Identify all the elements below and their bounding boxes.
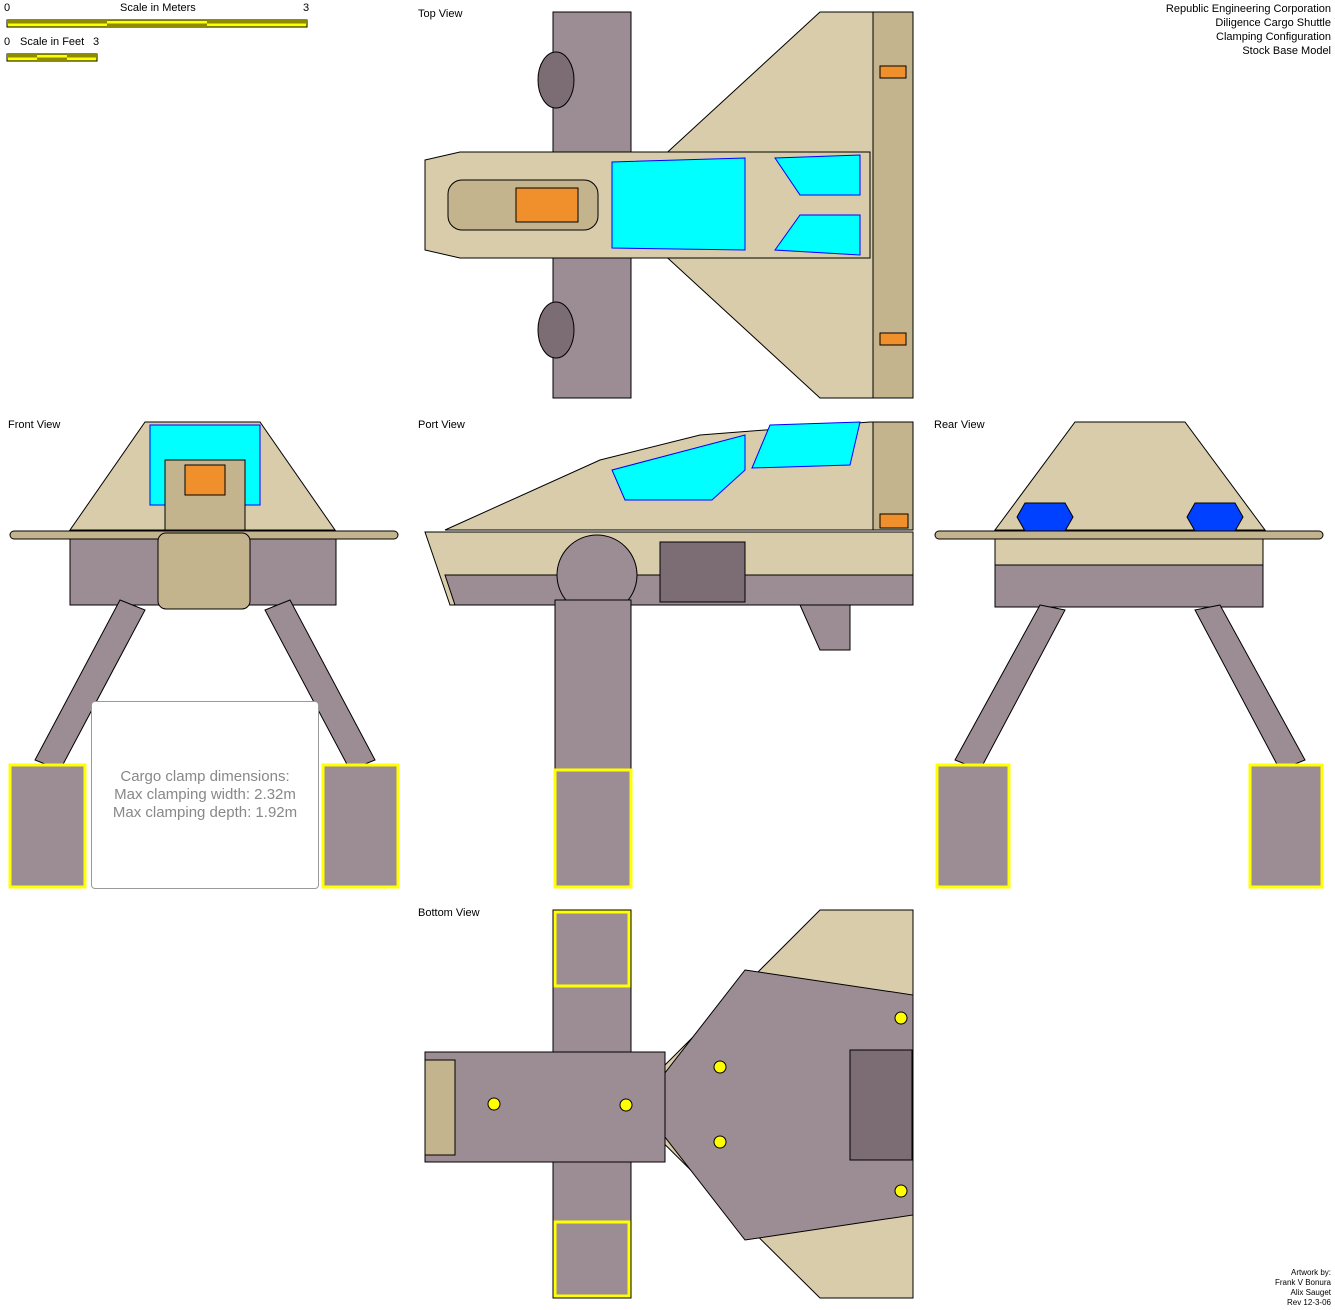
title-block: Republic Engineering Corporation Diligen… [1166, 2, 1331, 58]
title-line: Diligence Cargo Shuttle [1215, 17, 1331, 29]
credit-line: Frank V Bonura [1274, 1278, 1331, 1287]
rear-view-drawing [934, 421, 1324, 889]
credit-line: Rev 12-3-06 [1286, 1298, 1331, 1307]
credits: Artwork by: Frank V Bonura Alix Sauget R… [1275, 1268, 1331, 1308]
meters-scale-end: 3 [303, 2, 310, 14]
scale-bars [6, 19, 308, 62]
port-view-drawing [424, 421, 914, 889]
top-view-drawing [424, 11, 914, 399]
front-view-label: Front View [8, 419, 61, 431]
max-clamping-depth: Max clamping depth: 1.92m [112, 804, 298, 821]
cargo-clamp-dimensions-box: Cargo clamp dimensions: Max clamping wid… [91, 701, 319, 889]
meters-scale-bar [6, 19, 308, 28]
feet-scale-label: Scale in Feet [20, 36, 85, 48]
meters-scale-start: 0 [4, 2, 11, 14]
port-view-label: Port View [418, 419, 465, 431]
front-view-drawing [8, 421, 400, 889]
bottom-view-drawing [424, 909, 914, 1299]
meters-scale-label: Scale in Meters [120, 2, 196, 14]
title-line: Stock Base Model [1242, 45, 1331, 57]
max-clamping-width: Max clamping width: 2.32m [114, 786, 296, 803]
bottom-view-label: Bottom View [418, 907, 480, 919]
feet-scale-start: 0 [4, 36, 11, 48]
title-line: Clamping Configuration [1216, 31, 1331, 43]
feet-scale-end: 3 [93, 36, 100, 48]
credit-line: Artwork by: [1290, 1268, 1331, 1277]
title-line: Republic Engineering Corporation [1165, 3, 1331, 15]
rear-view-label: Rear View [934, 419, 985, 431]
cargo-box-heading: Cargo clamp dimensions: [120, 768, 290, 785]
top-view-label: Top View [418, 8, 463, 20]
feet-scale-bar [6, 53, 98, 62]
credit-line: Alix Sauget [1290, 1288, 1331, 1297]
